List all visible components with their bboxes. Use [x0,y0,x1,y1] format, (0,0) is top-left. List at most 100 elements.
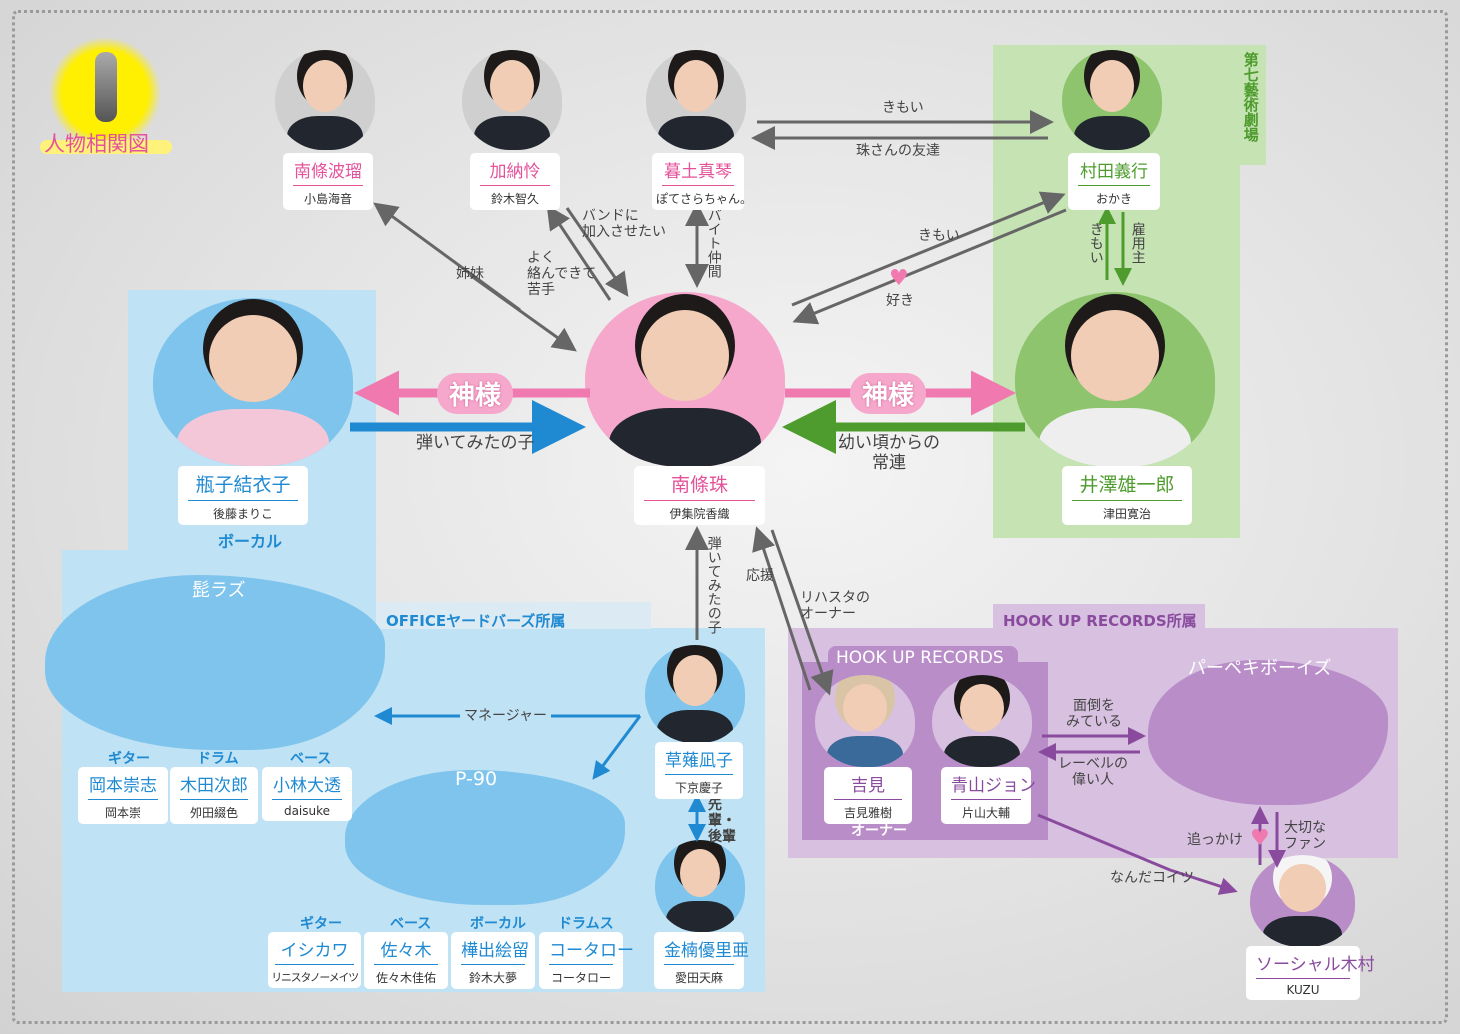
character-name: 南條波瑠 [293,157,363,186]
character-name: 木田次郎 [180,771,248,800]
card-tama[interactable]: 南條珠伊集院香織 [634,466,765,525]
actor-name: 後藤まりこ [212,507,273,521]
role-kobayashi: ベース [290,751,332,767]
label-label-boss: レーベルの 偉い人 [1058,756,1128,789]
actor-name: 片山大輔 [961,806,1010,820]
label-kimoi-top: きもい [882,100,924,116]
hookup-tab [993,604,1205,630]
card-makoto[interactable]: 暮土真琴ぽてさらちゃん。 [652,153,753,210]
p90-label: P-90 [455,768,498,790]
hookup-affiliation-label: HOOK UP RECORDS所属 [1003,612,1197,630]
arrow-suki [792,208,1067,325]
label-ouen: 応援 [746,568,774,584]
diagram-title: 人物相関図 [44,132,149,156]
card-yoshimi[interactable]: 吉見吉見雅樹 [824,767,912,824]
actor-name: 岡本崇 [104,806,141,820]
character-name: 南條珠 [644,470,755,501]
office-tab [376,602,651,629]
card-murata[interactable]: 村田義行おかき [1068,153,1160,210]
character-name: 草薙凪子 [665,746,733,775]
actor-name: 小島海音 [303,192,352,206]
label-employer: 雇用主 [1129,222,1146,264]
theater-label-strip [1238,45,1266,165]
actor-name: 下京慶子 [674,781,723,795]
role-okamoto: ギター [108,751,150,767]
card-okamoto[interactable]: 岡本崇志岡本崇 [78,767,168,824]
label-fan: 大切な ファン [1284,820,1326,853]
character-name: 加納怜 [480,157,550,186]
card-ishikawa[interactable]: イシカワリニスタノーメイツ [268,932,361,988]
label-kamisama-right: 神様 [850,373,927,414]
card-kida[interactable]: 木田次郎夘田綴色 [170,767,258,824]
card-kotaro[interactable]: コータローコータロー [539,932,634,989]
arrow-manager-p90 [592,715,642,780]
higerazu-band-photo [45,575,385,750]
character-name: イシカワ [275,936,354,965]
actor-name: 津田寛治 [1102,507,1151,521]
actor-name: 鈴木大夢 [468,971,517,985]
card-sasaki[interactable]: 佐々木佐々木佳佑 [364,932,448,989]
photo-yuiko [153,298,353,466]
card-kanakusu[interactable]: 金楠優里亜愛田天麻 [654,932,749,989]
label-tama-to-kanou: よく 絡んできて 苦手 [527,250,597,299]
p90-band-photo [345,770,625,905]
label-nanda: なんだコイツ [1110,870,1194,886]
arrow-nanda [1037,813,1238,895]
heart-icon: ♥ [889,266,909,291]
photo-tama [585,292,785,467]
actor-name: 夘田綴色 [189,806,238,820]
card-rei[interactable]: 加納怜鈴木智久 [470,153,560,210]
title-highlight [40,140,172,154]
label-senpai: 先輩・後輩 [708,797,736,846]
arrow-kimoi-diag [791,191,1066,307]
character-name: 井澤雄一郎 [1072,470,1182,501]
hookup-inner-tab [828,646,1018,666]
card-izawa[interactable]: 井澤雄一郎津田寛治 [1062,466,1192,525]
higerazu-label: 髭ラズ [192,580,246,601]
card-kabade[interactable]: 樺出絵留鈴木大夢 [451,932,535,989]
photo-izawa [1015,292,1215,467]
character-name: 小林大透 [272,771,342,800]
label-regular: 幼い頃からの 常連 [838,433,940,473]
character-name: コータロー [549,936,634,965]
character-name: 吉見 [834,771,902,800]
photo-haru [275,50,375,150]
actor-name: 鈴木智久 [490,192,539,206]
photo-kimura [1250,855,1355,947]
actor-name: リニスタノーメイツ [271,971,359,984]
photo-nagiko [645,645,745,743]
guitar-border-frame [12,10,1448,1024]
actor-name: 佐々木佳佑 [375,971,436,985]
card-aoyama[interactable]: 青山ジョン片山大輔 [941,767,1036,824]
label-sisters: 姉妹 [456,266,484,282]
perpeki-label: パーペキボーイズ [1188,658,1332,679]
photo-aoyama [932,675,1032,767]
arrow-rehasta [770,529,834,696]
kokeshi-doll-icon [95,52,117,122]
role-ishikawa: ギター [300,916,342,932]
card-yuiko[interactable]: 瓶子結衣子後藤まりこ [178,466,308,525]
role-sasaki: ベース [390,916,432,932]
role-kabade: ボーカル [470,916,526,932]
label-kimoi-up: きもい [1087,222,1104,264]
character-name: 佐々木 [374,936,438,965]
actor-name: 伊集院香織 [669,507,730,521]
heart-icon-fan: ♥ [1250,826,1270,851]
arrow-kanou-to-tama [565,207,629,297]
hookup-records-label: HOOK UP RECORDS [836,648,1004,668]
label-baito: バイト仲間 [705,208,722,278]
character-name: 青山ジョン [951,771,1036,800]
card-nagiko[interactable]: 草薙凪子下京慶子 [655,742,743,799]
actor-name: 愛田天麻 [674,971,723,985]
arrow-tama-to-kanou [546,205,612,301]
label-kanou-to-tama: バンドに 加入させたい [582,208,666,241]
photo-kanakusu [655,840,745,932]
actor-name: ぽてさらちゃん。 [656,192,753,206]
label-mendou: 面倒を みている [1066,698,1122,731]
photo-rei [462,50,562,150]
role-yoshimi: オーナー [851,823,907,839]
card-haru[interactable]: 南條波瑠小島海音 [283,153,373,210]
role-yuiko: ボーカル [218,532,283,551]
